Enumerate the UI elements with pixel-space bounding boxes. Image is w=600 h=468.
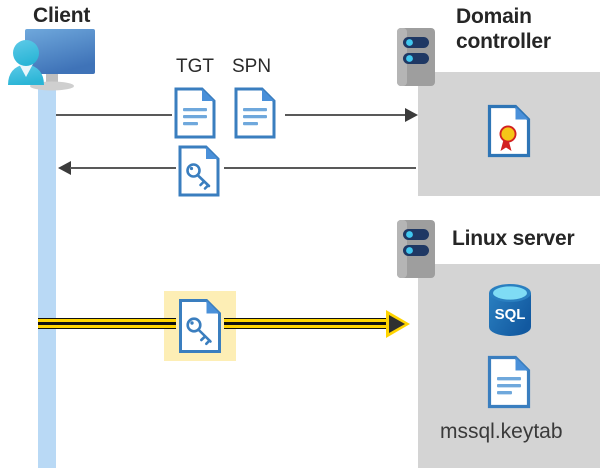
spn-document-icon [234,87,276,139]
domain-controller-label-line2: controller [456,30,551,53]
tgt-document-icon [174,87,216,139]
sql-database-icon: SQL [486,283,534,339]
client-lifeline [38,88,56,468]
keytab-arrowhead-inner [389,315,405,333]
response-line-left [70,167,176,169]
svg-text:SQL: SQL [495,306,526,323]
request-line-left [56,114,172,116]
keytab-key-document-icon [178,298,222,354]
linux-server-rack-icon [397,220,439,282]
response-key-document-icon [178,145,220,197]
request-line-right [285,114,405,116]
request-arrowhead [405,108,418,122]
spn-label: SPN [232,56,272,77]
response-arrowhead [58,161,71,175]
keytab-document-icon [487,355,531,409]
client-workstation-icon [4,27,100,97]
tgt-label: TGT [176,56,214,77]
certificate-document-icon [487,104,531,158]
keytab-line-left [38,318,176,329]
linux-server-label: Linux server [452,227,575,250]
response-line-right [224,167,416,169]
client-label: Client [33,4,91,27]
keytab-file-label: mssql.keytab [440,420,563,443]
domain-controller-label-line1: Domain [456,5,532,28]
keytab-line-right [224,318,386,329]
domain-controller-server-rack-icon [397,28,439,90]
